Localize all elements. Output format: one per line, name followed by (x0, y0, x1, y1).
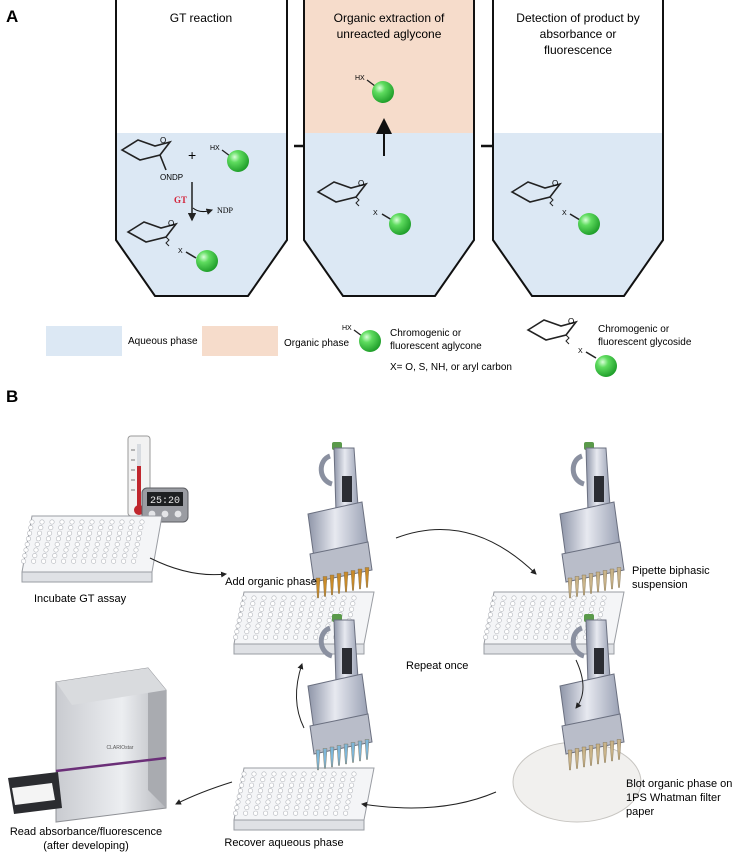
step-read-line1: Read absorbance/fluorescence (10, 826, 162, 838)
legend-organic-swatch (202, 326, 278, 356)
step-add-organic-label: Add organic phase (225, 576, 317, 588)
legend-aglycone-line1: Chromogenic or (390, 328, 462, 339)
product-ring-oxygen: O (168, 219, 174, 228)
tube2-title-line1: Organic extraction of (334, 11, 445, 25)
ring-oxygen-label: O (552, 179, 558, 188)
timer-display: 25:20 (150, 496, 180, 507)
legend-x-note: X= O, S, NH, or aryl carbon (390, 362, 512, 373)
ndp-release-arrow (192, 207, 214, 215)
legend-organic-label: Organic phase (284, 338, 349, 349)
flow-arrow-pipette-to-blot (575, 659, 584, 709)
tube-detection: Detection of product by absorbance or fl… (492, 0, 664, 297)
glycoside-sphere (578, 213, 600, 235)
legend-aqueous-label: Aqueous phase (128, 336, 198, 347)
step-recover-label: Recover aqueous phase (224, 837, 343, 849)
legend-glycoside-line1: Chromogenic or (598, 324, 670, 335)
hx-label: HX (355, 75, 365, 82)
multichannel-pipette-add (307, 442, 373, 599)
flow-arrow-blot-to-recover (361, 791, 497, 809)
plus-sign: + (188, 147, 196, 163)
glycoside-icon (510, 181, 581, 221)
tube-outline (303, 0, 475, 297)
tube3-title-line1: Detection of product by (516, 11, 639, 25)
glycoside-product-icon (126, 221, 197, 259)
product-sphere (196, 250, 218, 272)
organic-fill (304, 0, 474, 133)
legend-aglycone-sphere (359, 330, 381, 352)
step-read-line2: (after developing) (43, 840, 129, 852)
flow-arrow-to-reader (175, 781, 233, 805)
hx-bond (221, 149, 231, 157)
plate-reader-instrument (8, 667, 167, 823)
multichannel-pipette-blot (559, 614, 625, 771)
hx-label: HX (210, 145, 220, 152)
x-label: X (562, 210, 567, 217)
legend-glycoside-icon (526, 319, 597, 359)
aglycone-sphere (227, 150, 249, 172)
legend-glycoside-sphere (595, 355, 617, 377)
panel-a-letter: A (6, 7, 18, 26)
aqueous-fill (304, 133, 474, 296)
step-pipette-line2: suspension (632, 579, 688, 591)
legend-glycoside-line2: fluorescent glycoside (598, 337, 692, 348)
sugar-donor-icon (120, 139, 173, 171)
step-blot-line1: Blot organic phase on (626, 778, 732, 790)
ondp-label: ONDP (160, 173, 183, 182)
step-blot-line3: paper (626, 806, 654, 818)
ring-oxygen-label: O (160, 136, 166, 145)
flow-arrow-add-to-pipette (395, 528, 537, 575)
aqueous-fill (493, 133, 663, 296)
extracted-aglycone-sphere (372, 81, 394, 103)
multichannel-pipette-recover (307, 614, 373, 771)
flow-arrow-recover-to-add (295, 663, 305, 729)
legend: Aqueous phase Organic phase HX Chromogen… (46, 317, 692, 377)
hx-bond (366, 79, 376, 87)
step-pipette-line1: Pipette biphasic (632, 565, 710, 577)
tube3-title-line3: fluorescence (544, 43, 612, 57)
x-label: X (373, 210, 378, 217)
legend-aglycone-line2: fluorescent aglycone (390, 341, 482, 352)
flow-arrow-incubate-to-add (149, 557, 227, 578)
legend-x-label: X (578, 348, 583, 355)
ndp-label: NDP (217, 206, 234, 215)
step-repeat-label: Repeat once (406, 660, 468, 672)
legend-aqueous-swatch (46, 326, 122, 356)
step-blot-line2: 1PS Whatman filter (626, 792, 721, 804)
plate-wells (233, 595, 357, 640)
product-x-label: X (178, 248, 183, 255)
multichannel-pipette-mix (559, 442, 625, 599)
tube-organic-extraction: Organic extraction of unreacted aglycone… (303, 0, 475, 297)
plate-reader-brand: CLARIOstar (107, 745, 134, 751)
legend-hx-label: HX (342, 325, 352, 332)
plate-recover-aqueous (233, 767, 375, 831)
gt-label: GT (174, 195, 187, 205)
glycoside-sphere (389, 213, 411, 235)
tube1-title: GT reaction (170, 11, 232, 25)
plate-incubate (21, 515, 163, 583)
aqueous-fill (116, 133, 287, 296)
legend-hx-bond (353, 329, 363, 337)
plate-wells (233, 771, 357, 816)
timer-icon (141, 487, 189, 523)
legend-ring-oxygen: O (568, 317, 574, 326)
tube3-title-line2: absorbance or (540, 27, 617, 41)
ring-oxygen-label: O (358, 179, 364, 188)
tube-gt-reaction: GT reaction O ONDP + HX GT NDP O X (115, 0, 288, 297)
tube-outline (115, 0, 288, 297)
plate-wells (21, 519, 145, 564)
step-incubate-label: Incubate GT assay (34, 593, 127, 605)
tube-outline (492, 0, 664, 297)
tube2-title-line2: unreacted aglycone (337, 27, 442, 41)
panel-b-letter: B (6, 387, 18, 406)
